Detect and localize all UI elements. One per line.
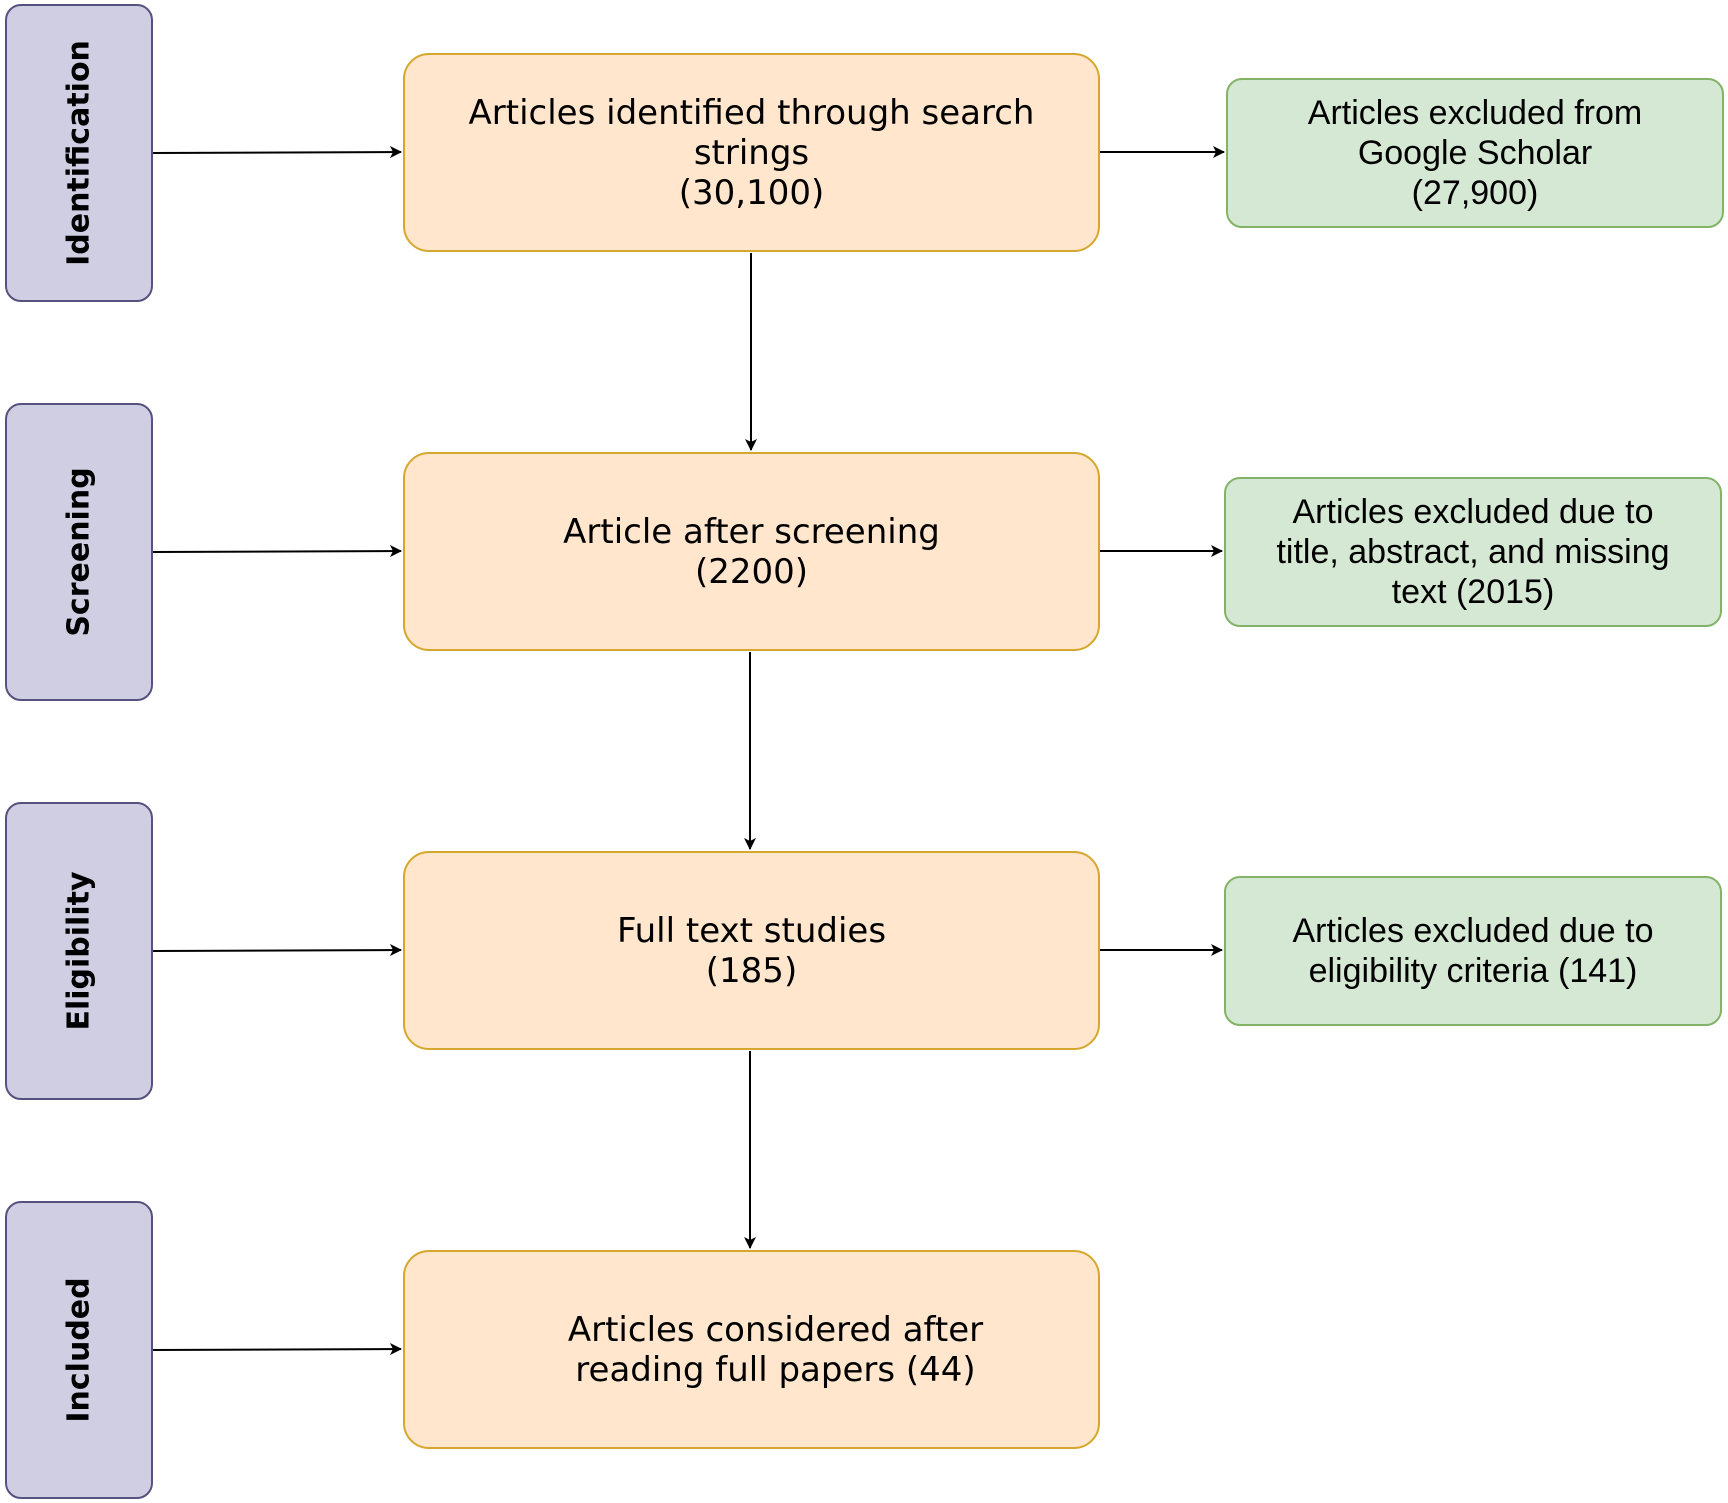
stage-included: Included: [5, 1201, 153, 1499]
stage-included-label: Included: [61, 1277, 97, 1423]
box-excluded-google-scholar: Articles excluded from Google Scholar (2…: [1226, 78, 1724, 228]
box-excluded-title-abstract-text: Articles excluded due to title, abstract…: [1276, 493, 1670, 611]
box-full-text-studies-text: Full text studies (185): [616, 910, 887, 991]
box-articles-identified-text: Articles identified through search strin…: [468, 92, 1035, 213]
box-excluded-eligibility: Articles excluded due to eligibility cri…: [1224, 876, 1722, 1026]
stage-screening-label: Screening: [61, 467, 97, 637]
box-excluded-google-scholar-text: Articles excluded from Google Scholar (2…: [1307, 94, 1643, 212]
box-excluded-eligibility-text: Articles excluded due to eligibility cri…: [1292, 912, 1654, 990]
box-excluded-title-abstract: Articles excluded due to title, abstract…: [1224, 477, 1722, 627]
box-article-after-screening-text: Article after screening (2200): [563, 511, 940, 592]
stage-eligibility-label: Eligibility: [61, 871, 97, 1031]
box-articles-identified: Articles identified through search strin…: [403, 53, 1100, 252]
arrow-eligibility-to-full-text: [152, 944, 402, 957]
arrow-screening-to-screened: [152, 545, 402, 558]
box-article-after-screening: Article after screening (2200): [403, 452, 1100, 651]
box-full-text-studies: Full text studies (185): [403, 851, 1100, 1050]
arrow-included-to-considered: [152, 1343, 402, 1356]
stage-identification: Identification: [5, 4, 153, 302]
stage-identification-label: Identification: [61, 40, 97, 266]
box-articles-considered: Articles considered after reading full p…: [403, 1250, 1100, 1449]
stage-eligibility: Eligibility: [5, 802, 153, 1100]
box-articles-considered-text: Articles considered after reading full p…: [567, 1309, 984, 1390]
stage-screening: Screening: [5, 403, 153, 701]
arrow-identification-to-identified: [152, 146, 402, 159]
